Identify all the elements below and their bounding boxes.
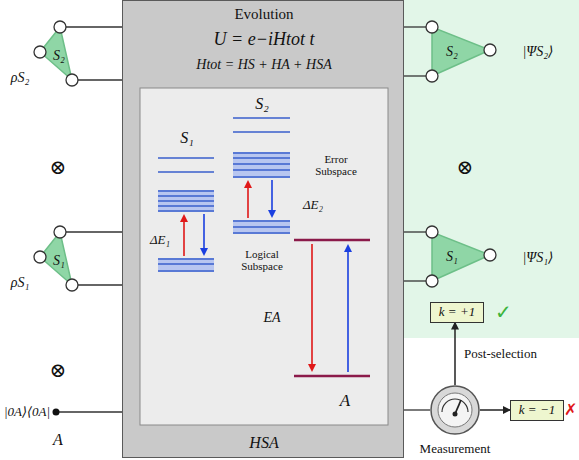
ancilla-dot [53,409,60,416]
system-triangle-shape [424,20,500,84]
meter-label: Measurement [420,442,491,456]
figure-label: EA [263,310,280,325]
system-name: S₂ [446,44,458,59]
figure-label: Logical Subspace [236,248,288,272]
figure-label: A [340,392,350,411]
figure-label: ⊗ [50,156,67,178]
triangle-outline [432,27,490,76]
ancilla-levels [294,240,370,376]
box-heading: Evolution [234,6,293,23]
qubit-terminal [66,279,78,291]
system-triangle-shape [424,225,500,289]
s1-transitions [184,214,204,256]
meter-body [431,386,479,434]
figure-label: A [53,431,63,449]
figure-label: ΔE₁ [150,233,170,247]
input-state: ρS₂ [11,70,30,85]
meter-pivot [453,412,458,417]
figure-label: ⊗ [457,156,474,178]
system-triangle: S₂ρS₂ [32,20,80,88]
qubit-terminal [426,70,438,82]
qubit-terminal [426,226,438,238]
edge-label: Post-selection [462,347,539,361]
outcome-value: k = −1 [519,403,555,417]
subsystem-panel [140,88,388,425]
output-state: |ΨS₂⟩ [522,44,553,59]
figure-label: ΔE₂ [303,198,323,212]
qubit-terminal [66,74,78,86]
s2-transitions [248,180,272,218]
triangle-outline [432,232,490,281]
qubit-terminal [426,21,438,33]
qubit-terminal [34,251,46,263]
figure-label: S₁ [180,129,194,147]
system-name: S₁ [446,249,458,264]
input-state: ρS₁ [11,275,30,290]
qubit-terminal [54,226,66,238]
meter-scale [442,399,468,412]
qubit-terminal [54,21,66,33]
qubit-terminal [484,249,496,261]
figure-label: ⊗ [50,359,67,381]
system-triangle: S₂|ΨS₂⟩ [424,20,500,84]
outcome-box: k = +1 [430,302,484,323]
s1-levels [158,158,214,272]
hamiltonian-formula: Htot = HS + HA + HSA [196,57,331,72]
system-name: S₁ [53,253,65,268]
unitary-formula: U = e−iHtot t [214,30,315,50]
qubit-terminal [34,46,46,58]
figure-label: S₂ [255,95,269,113]
connector-arrow [454,323,456,386]
meter-dial [438,393,472,427]
output-state: |ΨS₁⟩ [522,250,553,265]
measurement-meter: Measurement [430,385,480,435]
outcome-value: k = +1 [439,305,475,319]
interaction-label: HSA [249,434,278,452]
system-triangle: S₁ρS₁ [32,225,80,293]
qubit-terminal [426,275,438,287]
evolution-box: Evolution U = e−iHtot t Htot = HS + HA + H… [122,0,404,458]
figure-label: ✓ [495,301,512,323]
outcome-box: k = −1 [510,400,564,421]
figure-label: Error Subspace [310,153,362,177]
system-name: S₂ [53,48,65,63]
connector-arrow [480,409,510,411]
measurement-meter-shape [430,385,480,435]
figure-label: ✗ [564,401,577,419]
qubit-terminal [484,44,496,56]
figure-label: |0A⟩⟨0A| [4,405,50,419]
s2-levels [233,118,290,234]
system-triangle: S₁|ΨS₁⟩ [424,225,500,289]
